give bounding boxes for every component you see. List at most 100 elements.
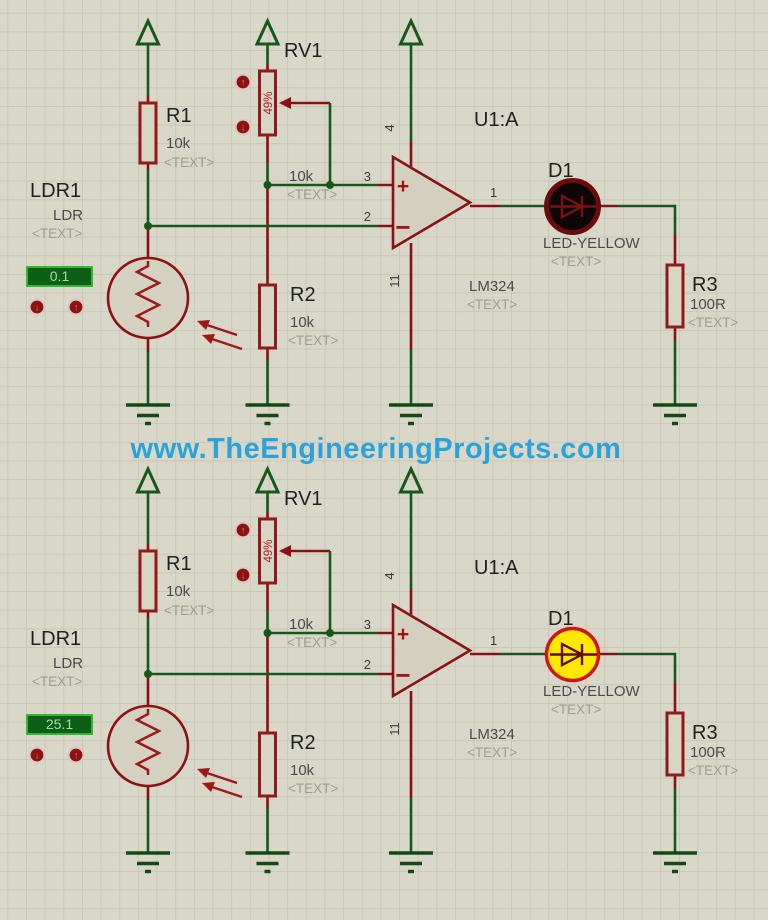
up-arrow-icon: ↑ [241, 78, 246, 89]
component-text-placeholder: <TEXT> [551, 254, 601, 269]
component-value: 10k [289, 168, 314, 185]
component-ref: R1 [166, 105, 192, 127]
component-value: 10k [290, 314, 315, 331]
component-text-placeholder: <TEXT> [164, 155, 214, 170]
resistor-body[interactable] [138, 101, 158, 165]
junction-dot [263, 181, 272, 189]
up-arrow-icon: ↑ [241, 526, 246, 537]
wiper-arrow-icon [279, 97, 291, 109]
pin-number: 4 [382, 572, 397, 579]
ldr-reading-display [26, 714, 93, 735]
rv1-decrement-button[interactable] [234, 566, 252, 584]
component-text-placeholder: <TEXT> [288, 781, 338, 796]
component-value: 100R [690, 744, 726, 761]
junction-dot [263, 629, 272, 637]
pin-number: 11 [387, 722, 402, 736]
wire [146, 492, 677, 853]
component-ref: D1 [548, 160, 574, 182]
component-value: LDR [53, 207, 83, 224]
component-ref: R3 [692, 722, 718, 744]
component-text-placeholder: <TEXT> [287, 187, 337, 202]
power-arrow [135, 465, 161, 494]
resistor-body[interactable] [665, 263, 685, 329]
component-value: 10k [166, 135, 191, 152]
ground-symbol [245, 851, 290, 874]
component-value: 10k [290, 762, 315, 779]
ground-symbol [389, 851, 433, 874]
power-arrow [254, 465, 281, 494]
power-arrow [398, 465, 424, 494]
component-ref: R1 [166, 553, 192, 575]
component-ref: R2 [290, 284, 316, 306]
component-text-placeholder: <TEXT> [467, 297, 517, 312]
pin-number: 3 [364, 169, 371, 184]
light-arrows-icon [197, 320, 243, 351]
pin-number: 1 [490, 185, 497, 200]
down-arrow-icon: ↓ [35, 751, 40, 762]
rv1-increment-button[interactable] [234, 73, 252, 91]
ldr-reading-value: 25.1 [46, 716, 73, 732]
down-arrow-icon: ↓ [241, 123, 246, 134]
noninverting-input-sign: + [397, 175, 409, 198]
pin-number: 4 [382, 124, 397, 131]
ldr-body[interactable] [106, 256, 190, 340]
noninverting-input-sign: + [397, 623, 409, 646]
component-value: 10k [289, 616, 314, 633]
ldr-decrement-button[interactable] [28, 746, 46, 764]
circuit-top: R1 10k <TEXT> 49% ↑ ↓ RV1 10k <TEXT> 3 2… [26, 17, 738, 426]
component-text-placeholder: <TEXT> [164, 603, 214, 618]
wire [146, 44, 677, 405]
junction-dot [144, 222, 152, 230]
ldr-body[interactable] [106, 704, 190, 788]
rv1-increment-button[interactable] [234, 521, 252, 539]
wiper-arrow-icon [279, 545, 291, 557]
component-text-placeholder: <TEXT> [688, 315, 738, 330]
component-text-placeholder: <TEXT> [688, 763, 738, 778]
resistor-body[interactable] [138, 549, 158, 613]
pin-number: 11 [387, 274, 402, 288]
junction-dot [326, 629, 334, 637]
junction-dot [326, 181, 334, 189]
ldr-decrement-button[interactable] [28, 298, 46, 316]
component-value: LED-YELLOW [543, 235, 641, 252]
component-ref: U1:A [474, 557, 519, 579]
resistor-body[interactable] [258, 283, 277, 350]
ground-symbol [389, 403, 433, 426]
component-value: LED-YELLOW [543, 683, 641, 700]
component-ref: U1:A [474, 109, 519, 131]
resistor-body[interactable] [665, 711, 685, 777]
component-text-placeholder: <TEXT> [32, 674, 82, 689]
wire [146, 512, 677, 808]
ldr-increment-button[interactable] [67, 298, 85, 316]
component-ref: LDR1 [30, 180, 81, 202]
up-arrow-icon: ↑ [74, 303, 79, 314]
wire [146, 64, 677, 360]
watermark: www.TheEngineeringProjects.com [130, 433, 622, 465]
component-ref: D1 [548, 608, 574, 630]
component-ref: R3 [692, 274, 718, 296]
opamp-body[interactable] [391, 154, 473, 251]
power-arrow [398, 17, 424, 46]
resistor-body[interactable] [258, 731, 277, 798]
ground-symbol [126, 851, 170, 874]
component-value: 10k [166, 583, 191, 600]
component-part: LM324 [469, 278, 515, 295]
component-part: LM324 [469, 726, 515, 743]
ldr-reading-display [26, 266, 93, 287]
diode-symbol-icon [550, 642, 597, 667]
component-ref: R2 [290, 732, 316, 754]
component-value: LDR [53, 655, 83, 672]
rv1-decrement-button[interactable] [234, 118, 252, 136]
ldr-increment-button[interactable] [67, 746, 85, 764]
component-text-placeholder: <TEXT> [551, 702, 601, 717]
potentiometer-body[interactable] [258, 517, 277, 585]
ground-symbol [653, 851, 697, 874]
ground-symbol [245, 403, 290, 426]
potentiometer-percent: 49% [263, 539, 275, 562]
potentiometer-body[interactable] [258, 69, 277, 137]
opamp-body[interactable] [391, 602, 473, 699]
ldr-zigzag [134, 261, 162, 327]
light-arrows-icon [197, 768, 243, 799]
